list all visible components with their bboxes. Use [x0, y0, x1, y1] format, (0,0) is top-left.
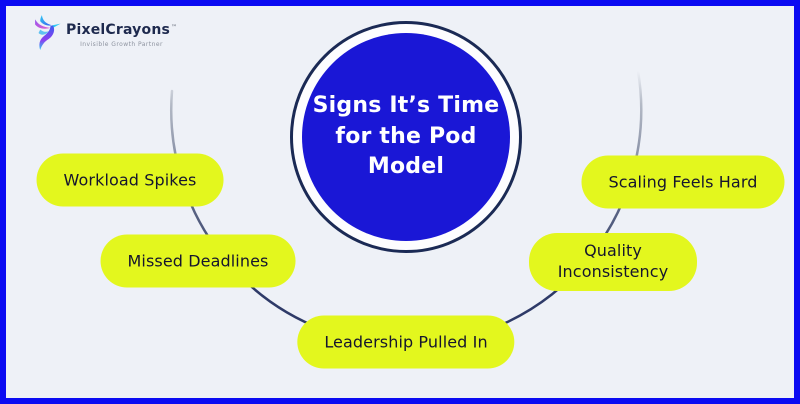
brand-tagline: Invisible Growth Partner	[80, 41, 163, 49]
node-scaling-feels-hard: Scaling Feels Hard	[581, 155, 785, 209]
node-workload-spikes: Workload Spikes	[36, 153, 224, 207]
node-quality-inconsistency: Quality Inconsistency	[529, 233, 697, 291]
node-leadership-pulled-in: Leadership Pulled In	[297, 315, 515, 369]
pixelcrayons-logo: PixelCrayons ™ Invisible Growth Partner	[30, 14, 177, 52]
hummingbird-logo-icon	[35, 15, 61, 50]
hub-title-line: for the Pod	[335, 123, 477, 149]
trademark-symbol: ™	[171, 24, 178, 31]
hub-title-line: Model	[367, 154, 445, 180]
hub-title-line: Signs It’s Time	[312, 92, 500, 118]
hub-circle: Signs It’s Time for the Pod Model	[290, 21, 522, 253]
hub-title: Signs It’s Time for the Pod Model	[302, 33, 510, 241]
node-missed-deadlines: Missed Deadlines	[100, 234, 296, 288]
brand-name: PixelCrayons	[66, 22, 171, 38]
